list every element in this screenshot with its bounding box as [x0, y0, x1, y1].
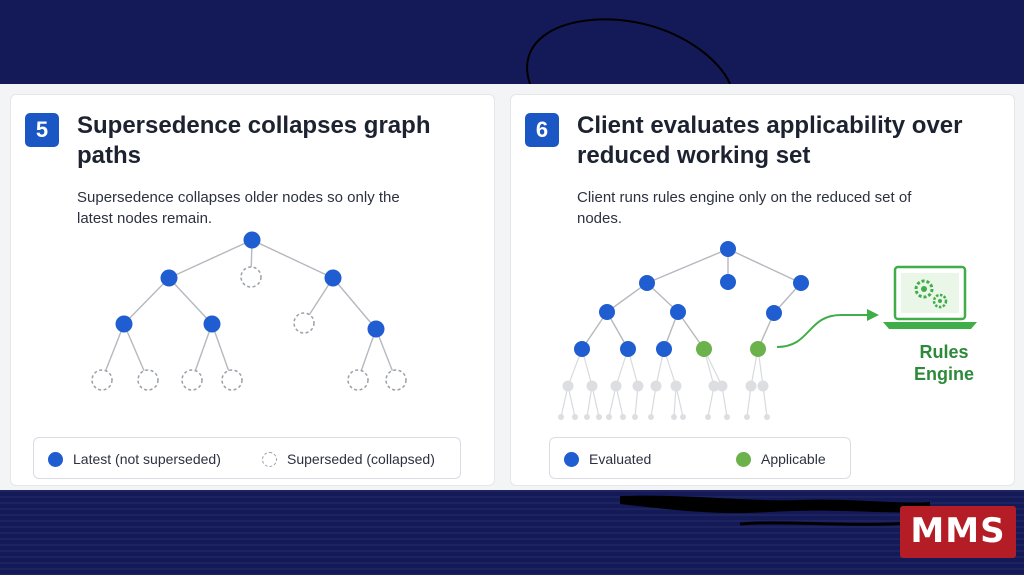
superseded-node [181, 369, 203, 391]
mms-logo [900, 506, 1016, 558]
faded-node [716, 380, 728, 392]
mms-logo-text: MMS [910, 511, 1006, 551]
faded-node [745, 380, 757, 392]
faded-node [708, 380, 720, 392]
tree-edges [101, 239, 397, 381]
evaluated-node [793, 275, 809, 291]
superseded-node [347, 369, 369, 391]
faded-node [671, 414, 677, 420]
evaluated-node [574, 341, 590, 357]
faded-node [744, 414, 750, 420]
faded-node [632, 414, 638, 420]
step-badge-5: 5 [25, 113, 59, 147]
evaluated-node [620, 341, 636, 357]
decorative-swoosh-bottom [620, 495, 930, 526]
latest-node [324, 269, 342, 287]
evaluated-node [720, 241, 736, 257]
legend-item-latest: Latest (not superseded) [48, 450, 221, 468]
panel-title: Client evaluates applicability over redu… [577, 112, 963, 169]
superseded-node [221, 369, 243, 391]
tree-edges [581, 248, 802, 350]
superseded-node [240, 266, 262, 288]
evaluated-nodes [574, 241, 809, 357]
applicable-node [696, 341, 712, 357]
latest-node [367, 320, 385, 338]
faded-node [724, 414, 730, 420]
blue-dot-icon [564, 451, 579, 467]
decorative-swoosh [526, 18, 731, 85]
rules-engine-label: Rules Engine [913, 342, 974, 384]
legend: Latest (not superseded) Superseded (coll… [33, 437, 461, 479]
top-band [0, 0, 1024, 85]
green-dot-icon [736, 451, 751, 467]
evaluated-node [670, 304, 686, 320]
faded-node [670, 380, 682, 392]
step-badge-6: 6 [525, 113, 559, 147]
evaluated-node [599, 304, 615, 320]
applicable-node [750, 341, 766, 357]
laptop-gears-icon [883, 265, 977, 329]
slide-content: 5 Supersedence collapses graph paths Sup… [0, 84, 1024, 490]
superseded-node [293, 312, 315, 334]
latest-node [160, 269, 178, 287]
arrow-to-rules-engine [776, 309, 879, 348]
faded-node [606, 414, 612, 420]
faded-node [558, 414, 564, 420]
legend-label: Latest (not superseded) [73, 451, 221, 467]
faded-node [680, 414, 686, 420]
legend-item-superseded: Superseded (collapsed) [262, 450, 435, 468]
working-set-tree [558, 241, 977, 420]
superseded-node [91, 369, 113, 391]
latest-node [203, 315, 221, 333]
panel-title: Supersedence collapses graph paths [77, 112, 431, 169]
latest-node [243, 231, 261, 249]
legend-item-applicable: Applicable [736, 450, 826, 468]
faded-node [648, 414, 654, 420]
superseded-nodes [91, 266, 407, 391]
faded-node [596, 414, 602, 420]
faded-node [757, 380, 769, 392]
supersedence-tree [91, 231, 407, 391]
faded-node [584, 414, 590, 420]
legend-label: Superseded (collapsed) [287, 451, 435, 467]
panel-description: Client runs rules engine only on the red… [577, 189, 912, 227]
panel-supersedence: 5 Supersedence collapses graph paths Sup… [10, 94, 495, 486]
evaluated-node [766, 305, 782, 321]
evaluated-node [639, 275, 655, 291]
faded-node [586, 380, 598, 392]
faded-node [764, 414, 770, 420]
blue-dot-icon [48, 451, 63, 467]
legend-label: Evaluated [589, 451, 652, 467]
faded-node [620, 414, 626, 420]
panel-applicability: 6 Client evaluates applicability over re… [510, 94, 1015, 486]
faded-nodes [558, 380, 770, 420]
panel-description: Supersedence collapses older nodes so on… [77, 189, 400, 227]
faded-node [705, 414, 711, 420]
faded-node [572, 414, 578, 420]
dashed-circle-icon [262, 451, 277, 467]
faded-node [562, 380, 574, 392]
latest-nodes [115, 231, 385, 338]
latest-node [115, 315, 133, 333]
legend-item-evaluated: Evaluated [564, 450, 651, 468]
legend: Evaluated Applicable [549, 437, 851, 479]
faded-node [610, 380, 622, 392]
evaluated-node [720, 274, 736, 290]
superseded-node [137, 369, 159, 391]
faded-node [650, 380, 662, 392]
applicable-nodes [696, 341, 766, 357]
faded-node [632, 380, 644, 392]
superseded-node [385, 369, 407, 391]
legend-label: Applicable [761, 451, 826, 467]
evaluated-node [656, 341, 672, 357]
